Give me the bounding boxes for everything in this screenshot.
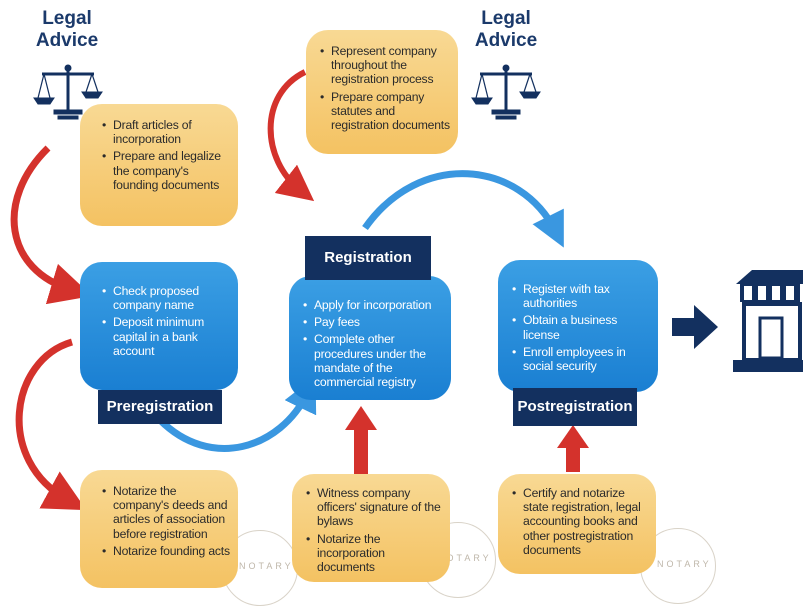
postregistration-box: Register with tax authorities Obtain a b… xyxy=(498,260,658,392)
legal-advice-line1: Legal xyxy=(42,8,92,29)
red-arrow-up-post-shaft xyxy=(566,446,580,472)
list-item: Notarize the incorporation documents xyxy=(306,532,442,575)
list-item: Obtain a business license xyxy=(512,313,650,341)
list-item: Enroll employees in social security xyxy=(512,345,650,373)
storefront-icon xyxy=(733,270,803,372)
scales-of-justice-icon xyxy=(33,64,103,120)
list-item: Register with tax authorities xyxy=(512,282,650,310)
list-item: Notarize founding acts xyxy=(102,544,230,558)
diagram-arrows xyxy=(10,64,803,511)
list-item: Certify and notarize state registration,… xyxy=(512,486,648,557)
legal-advice-heading-left: Legal Advice xyxy=(22,8,112,52)
list-item: Prepare company statutes and registratio… xyxy=(320,90,450,133)
notary-box-registration: Witness company officers' signature of t… xyxy=(292,474,450,582)
preregistration-box: Check proposed company name Deposit mini… xyxy=(80,262,238,390)
legal-advice-line2: Advice xyxy=(35,30,99,51)
blue-arrow-reg-to-post xyxy=(362,170,564,248)
red-arrow-up-post-head xyxy=(557,425,589,448)
list-item: Draft articles of incorporation xyxy=(102,118,228,146)
red-arrow-up-registration-shaft xyxy=(354,428,368,476)
legal-advice-line2: Advice xyxy=(474,30,538,51)
preregistration-label: Preregistration xyxy=(98,390,222,424)
list-item: Prepare and legalize the company's found… xyxy=(102,149,228,192)
legal-advice-line1: Legal xyxy=(481,8,531,29)
list-item: Apply for incorporation xyxy=(303,298,443,312)
list-item: Represent company throughout the registr… xyxy=(320,44,450,87)
registration-label: Registration xyxy=(305,236,431,280)
notary-box-preregistration: Notarize the company's deeds and article… xyxy=(80,470,238,588)
list-item: Witness company officers' signature of t… xyxy=(306,486,442,529)
list-item: Notarize the company's deeds and article… xyxy=(102,484,230,541)
right-arrow-icon xyxy=(672,305,718,349)
scales-of-justice-icon xyxy=(471,64,541,120)
legal-advice-heading-right: Legal Advice xyxy=(461,8,551,52)
list-item: Pay fees xyxy=(303,315,443,329)
list-item: Complete other procedures under the mand… xyxy=(303,332,443,389)
red-arrow-advice-to-registration xyxy=(267,69,315,202)
red-arrow-notary-to-check xyxy=(15,338,87,511)
blue-arrow-pre-to-reg xyxy=(157,376,317,452)
registration-box: Apply for incorporation Pay fees Complet… xyxy=(289,276,451,400)
red-arrow-advice-to-check xyxy=(10,145,93,305)
notary-box-postregistration: Certify and notarize state registration,… xyxy=(498,474,656,574)
legal-advice-box-registration: Represent company throughout the registr… xyxy=(306,30,458,154)
list-item: Deposit minimum capital in a bank accoun… xyxy=(102,315,230,358)
postregistration-label: Postregistration xyxy=(513,388,637,426)
legal-advice-box-preregistration: Draft articles of incorporation Prepare … xyxy=(80,104,238,226)
list-item: Check proposed company name xyxy=(102,284,230,312)
red-arrow-up-registration-head xyxy=(345,406,377,430)
